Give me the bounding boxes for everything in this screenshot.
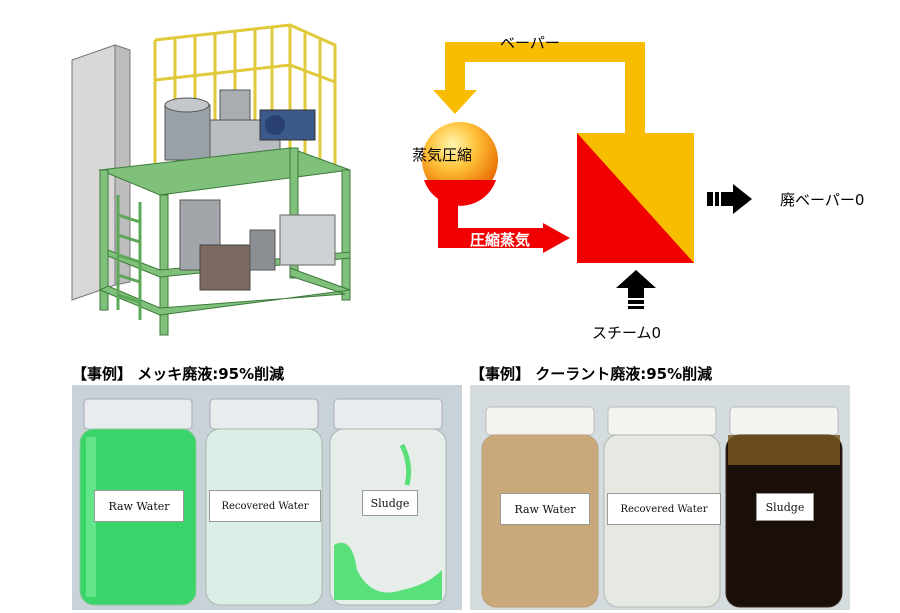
compressed-steam-label: 圧縮蒸気 (470, 231, 531, 249)
jar-sludge-plating (329, 398, 447, 606)
case-title-plating: 【事例】 メッキ廃液:95%削減 (72, 365, 285, 383)
case-title-coolant: 【事例】 クーラント廃液:95%削減 (470, 365, 713, 383)
flow-diagram: ベーパー 蒸気圧縮 圧縮蒸気 廃ベーパー0 スチーム0 (400, 30, 900, 350)
compressor-label: 蒸気圧縮 (412, 146, 473, 164)
waste-vapor-arrow (707, 184, 752, 214)
evaporator-machine-illustration (60, 20, 360, 350)
steam-label: スチーム0 (592, 324, 662, 342)
jar-label-sludge: Sludge (362, 490, 418, 516)
vapor-arrow-head (433, 90, 477, 114)
jar-label-raw-water: Raw Water (94, 490, 184, 522)
coolant-sample-photo: Raw Water Recovered Water Sludge (470, 385, 850, 610)
jar-label-raw-water: Raw Water (500, 493, 590, 525)
vapor-label: ベーパー (500, 34, 560, 52)
jar-label-recovered-water: Recovered Water (209, 490, 321, 522)
jar-sludge-coolant (725, 406, 843, 608)
steam-inlet-arrow (616, 270, 656, 309)
vapor-loop-arrow (445, 42, 645, 134)
plating-sample-photo: Raw Water Recovered Water Sludge (72, 385, 462, 610)
compressor-icon (422, 122, 498, 198)
jar-label-sludge: Sludge (756, 493, 814, 521)
waste-vapor-label: 廃ベーパー0 (780, 191, 865, 209)
compressed-steam-arrow (438, 198, 545, 248)
jar-label-recovered-water: Recovered Water (607, 493, 721, 525)
